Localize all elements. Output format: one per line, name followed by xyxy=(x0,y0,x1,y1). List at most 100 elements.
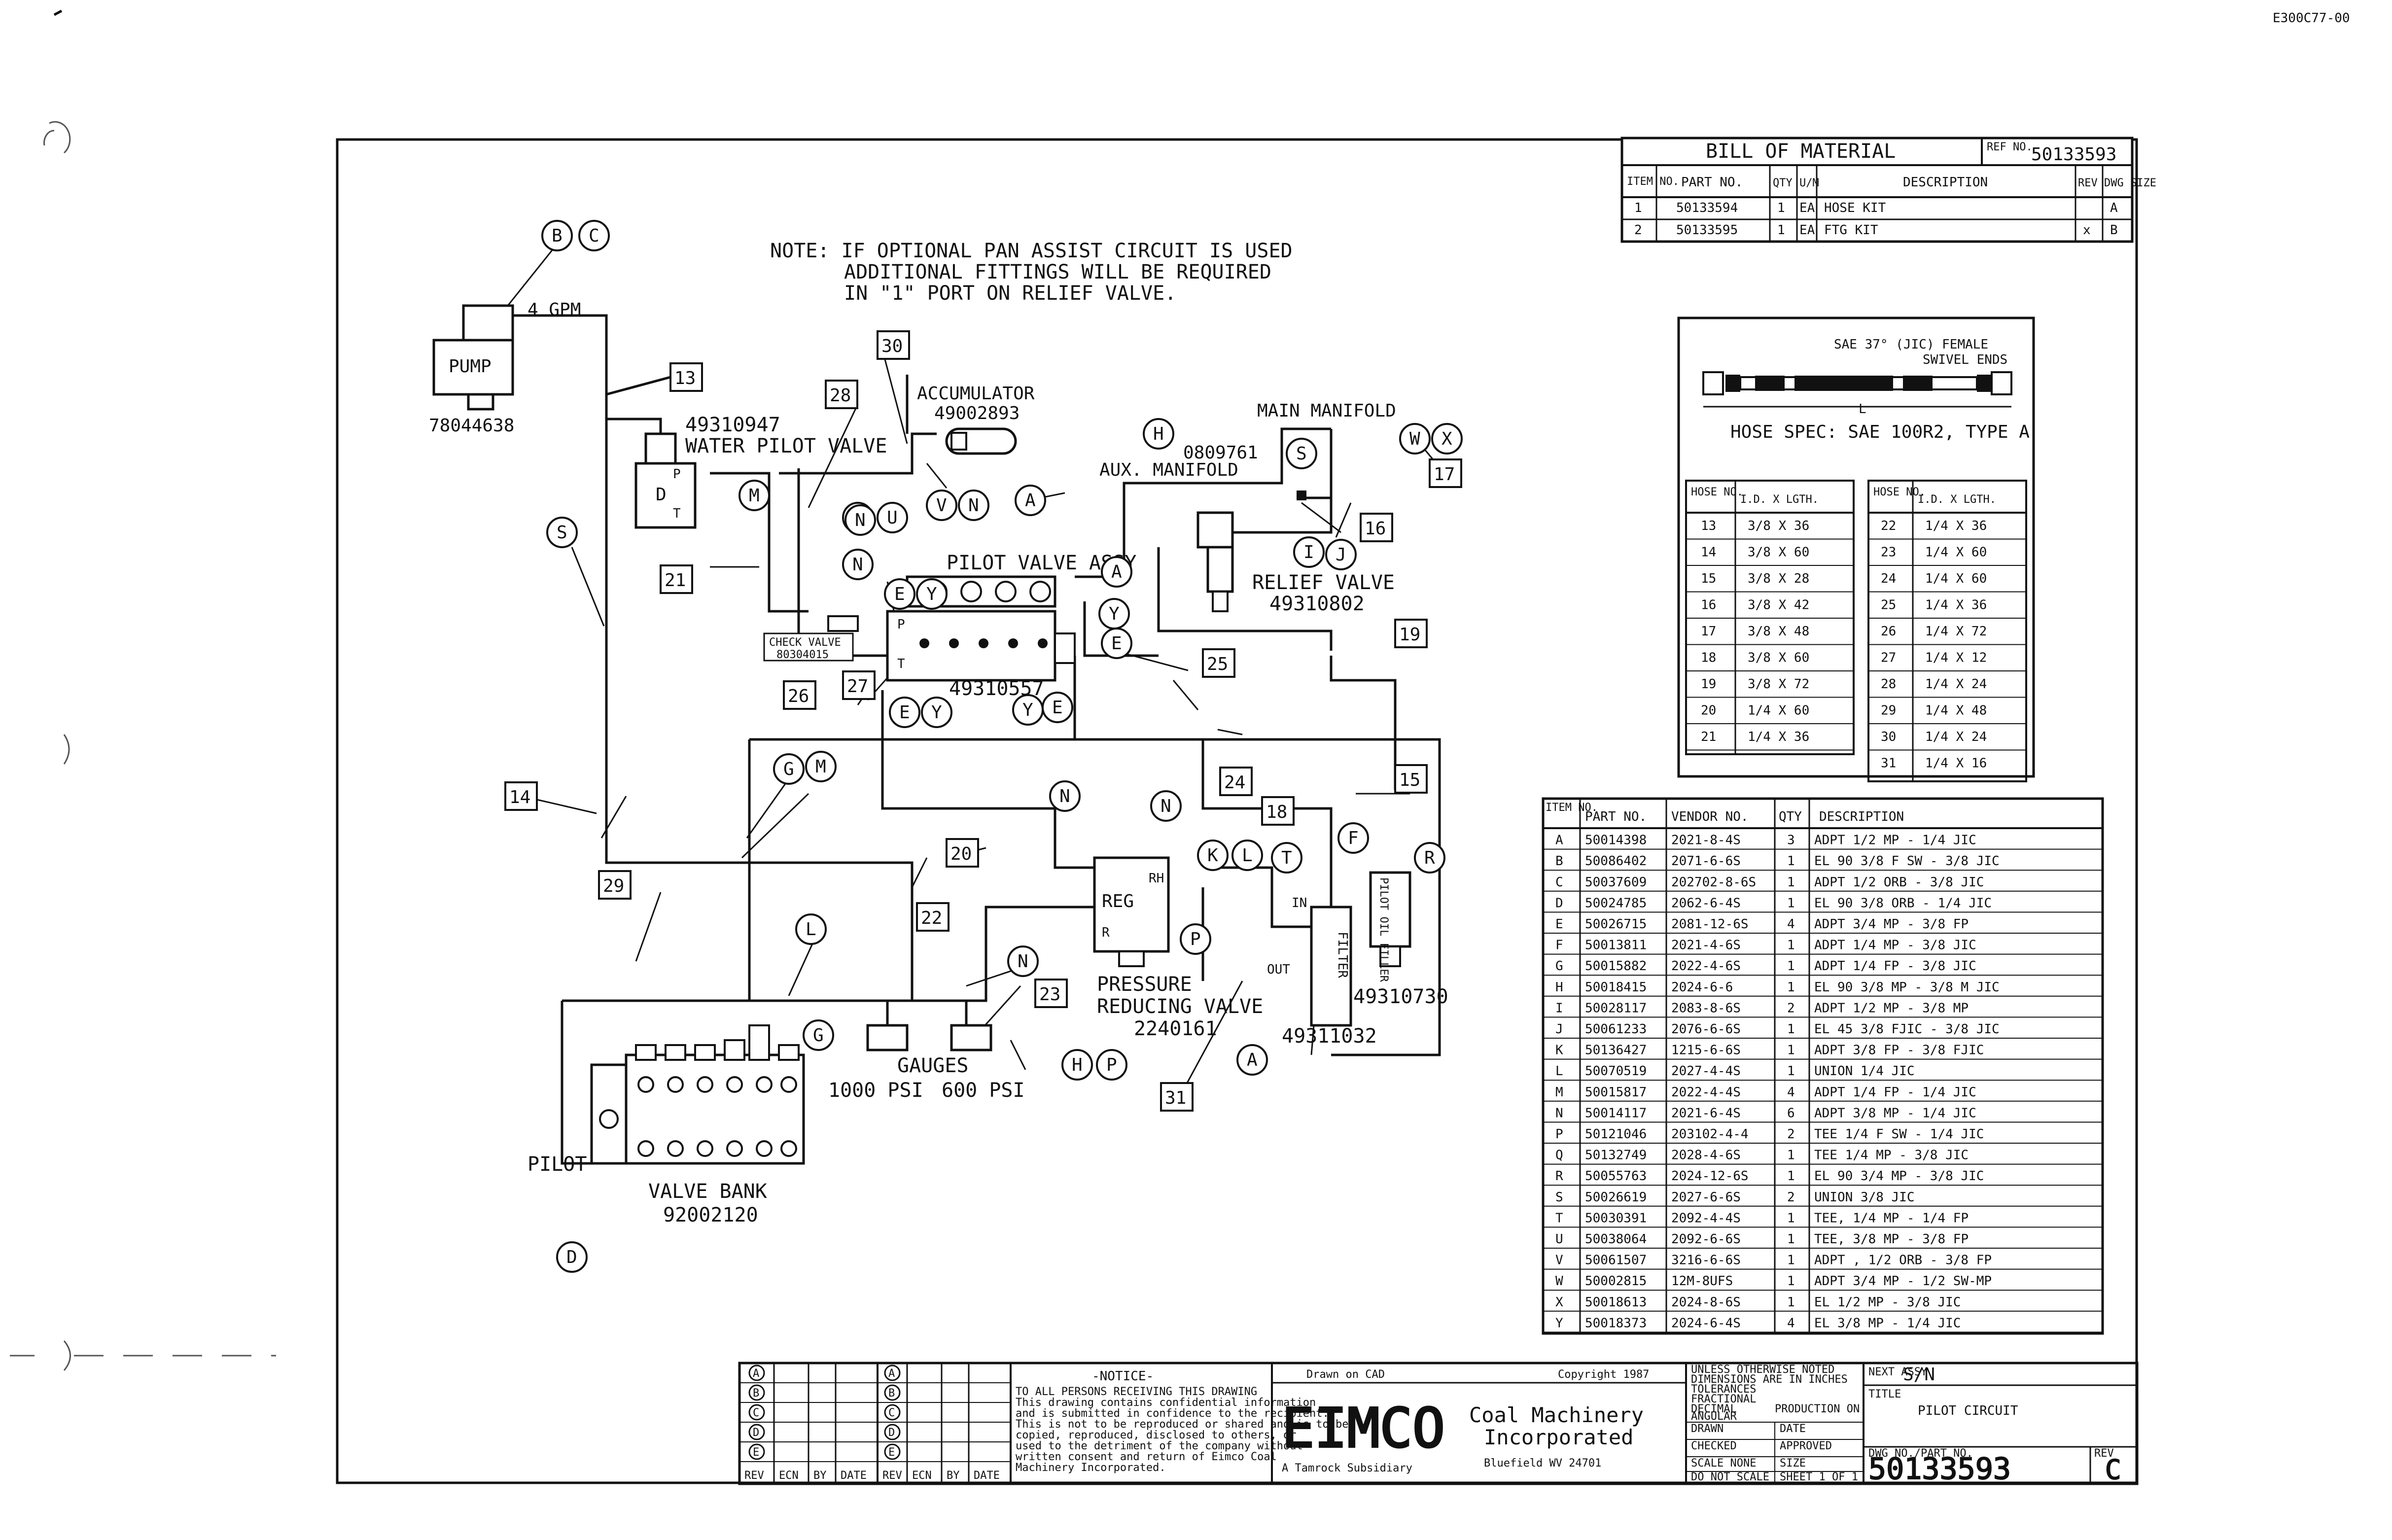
notice-line: and is submitted in confidence to the re… xyxy=(1016,1407,1329,1420)
fit-cell: 50070519 xyxy=(1585,1064,1647,1079)
notice-line: copied, reproduced, disclosed to others,… xyxy=(1016,1429,1297,1441)
hose-cell: 3/8 X 28 xyxy=(1748,571,1809,586)
fitting-callout-letter: A xyxy=(1111,562,1122,582)
fit-h-part: PART NO. xyxy=(1585,809,1647,824)
hose-cell: 17 xyxy=(1701,624,1716,639)
fitting-callout-letter: E xyxy=(1111,633,1122,654)
leader-lines xyxy=(507,244,1445,1100)
fit-cell: 1 xyxy=(1787,1274,1795,1289)
filter-part: 49311032 xyxy=(1282,1025,1377,1048)
fitting-callout-letter: M xyxy=(749,486,760,506)
pump: PUMP 78044638 4 GPM xyxy=(429,300,581,436)
fit-cell: 203102-4-4 xyxy=(1671,1127,1749,1142)
fit-cell: ADPT 3/8 MP - 1/4 JIC xyxy=(1814,1106,1976,1120)
fit-cell: 2076-6-6S xyxy=(1671,1022,1741,1037)
drawn-on: Drawn on CAD xyxy=(1306,1368,1385,1381)
hose-box-label: 30 xyxy=(881,336,903,356)
fitting-callout-letter: U xyxy=(887,508,898,528)
fit-cell: 50132749 xyxy=(1585,1148,1647,1163)
title-field: SIZE xyxy=(1780,1457,1806,1470)
fit-cell: 6 xyxy=(1787,1106,1795,1120)
fitting-callout-letter: T xyxy=(1281,848,1292,868)
fitting-callout-circle xyxy=(1325,539,1357,570)
fit-cell: C xyxy=(1555,875,1563,890)
note-line-2: ADDITIONAL FITTINGS WILL BE REQUIRED xyxy=(844,261,1271,283)
fitting-callout-letter: L xyxy=(806,919,816,940)
title-field: DIMENSIONS ARE IN INCHES xyxy=(1691,1373,1848,1386)
manifold-block xyxy=(1297,490,1306,500)
hose-cell: 3/8 X 36 xyxy=(1748,519,1809,533)
fitting-callout-letter: G xyxy=(813,1025,824,1046)
fitting-callout-circle xyxy=(1049,780,1081,812)
hose-box-label: 29 xyxy=(603,876,624,896)
fitting-callout-letter: N xyxy=(852,555,863,575)
valve-bank-name: VALVE BANK xyxy=(648,1180,767,1203)
fit-cell: 3216-6-6S xyxy=(1671,1253,1741,1268)
fitting-callout-letter: S xyxy=(557,523,567,543)
filter: FILTER IN OUT 49311032 xyxy=(1267,896,1377,1048)
hose-cell: 25 xyxy=(1881,598,1896,613)
title-field: DATE xyxy=(1780,1423,1806,1435)
fitting-callout-circle xyxy=(1414,842,1445,874)
fit-cell: 50018415 xyxy=(1585,980,1647,995)
hose-spec: SAE 37° (JIC) FEMALE SWIVEL ENDS L HOSE … xyxy=(1677,316,2035,782)
hose-box-label: 21 xyxy=(665,570,686,591)
fit-cell: 50121046 xyxy=(1585,1127,1647,1142)
fitting-callout-circle xyxy=(889,697,920,728)
notice-line: This drawing contains confidential infor… xyxy=(1016,1397,1316,1409)
gauges-name: GAUGES xyxy=(897,1054,969,1077)
copyright: Copyright 1987 xyxy=(1558,1368,1649,1381)
fit-cell: 2024-8-6S xyxy=(1671,1295,1741,1310)
hose-box xyxy=(598,870,632,900)
hose-cell: 20 xyxy=(1701,703,1716,718)
fitting-callout-circle xyxy=(795,913,827,945)
fit-cell: 50014117 xyxy=(1585,1106,1647,1120)
fitting-callout-letter: R xyxy=(1424,848,1435,868)
rev-circle xyxy=(748,1443,765,1460)
title-field: CHECKED xyxy=(1691,1440,1737,1452)
check-valve-line2: 80304015 xyxy=(776,649,829,661)
valve-bank-part: 92002120 xyxy=(663,1204,758,1226)
bom-cell: 2 xyxy=(1634,223,1642,238)
rev-header: DATE xyxy=(841,1470,867,1482)
fit-cell: ADPT 1/4 FP - 1/4 JIC xyxy=(1814,1085,1976,1100)
fit-cell: 2083-8-6S xyxy=(1671,1001,1741,1015)
fitting-callout-letter: Y xyxy=(1022,700,1033,720)
fit-cell: ADPT 1/2 MP - 3/8 MP xyxy=(1814,1001,1969,1015)
fit-cell: 2062-6-4S xyxy=(1671,896,1741,910)
fit-cell: 202702-8-6S xyxy=(1671,875,1756,890)
fit-cell: 50002815 xyxy=(1585,1274,1647,1289)
fit-cell: Y xyxy=(1555,1316,1563,1330)
hose-box xyxy=(1202,648,1235,678)
fitting-callout-letter: E xyxy=(1052,698,1063,718)
relief-valve: RELIEF VALVE 49310802 xyxy=(1196,511,1395,615)
fit-cell: 2022-4-4S xyxy=(1671,1085,1741,1100)
fitting-callout-letter: I xyxy=(1303,542,1314,562)
fit-cell: EL 45 3/8 FJIC - 3/8 JIC xyxy=(1814,1022,2000,1037)
pilot-valve-p: P xyxy=(897,617,905,632)
fitting-callout-circle xyxy=(1007,945,1039,977)
fit-cell: H xyxy=(1555,980,1563,995)
drawing-title: PILOT CIRCUIT xyxy=(1918,1403,2018,1418)
hose-box xyxy=(1219,767,1253,796)
fitting-callout-circle xyxy=(921,697,952,728)
fit-cell: T xyxy=(1555,1211,1563,1225)
fit-cell: 50014398 xyxy=(1585,833,1647,848)
water-pilot-d: D xyxy=(656,485,667,505)
hose-cell: 1/4 X 24 xyxy=(1925,677,1987,692)
fit-cell: TEE 1/4 F SW - 1/4 JIC xyxy=(1814,1127,1984,1142)
rev-label: REV xyxy=(2094,1447,2114,1460)
fit-cell: 2081-12-6S xyxy=(1671,917,1749,932)
hose-cell: 28 xyxy=(1881,677,1896,692)
hose-box-label: 22 xyxy=(921,908,942,928)
hose-h-no-1: HOSE NO. xyxy=(1691,486,1743,498)
notice-lines: TO ALL PERSONS RECEIVING THIS DRAWINGThi… xyxy=(1016,1386,1349,1474)
fitting-callout-letter: N xyxy=(968,495,979,516)
fit-cell: 2021-4-6S xyxy=(1671,938,1741,953)
hose-box xyxy=(842,670,876,700)
